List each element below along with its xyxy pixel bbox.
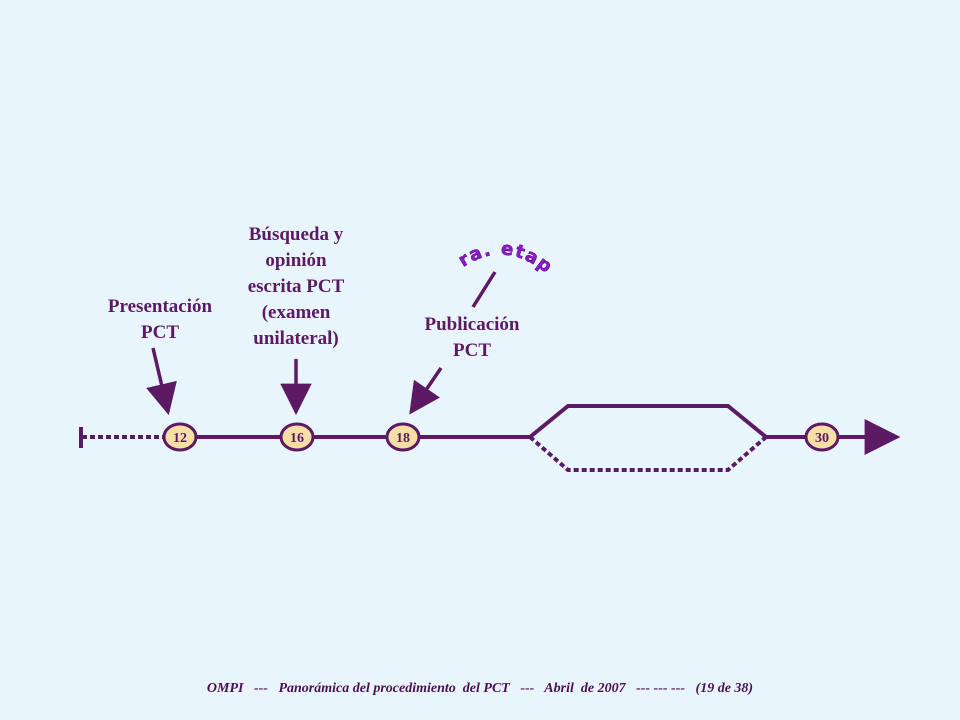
month-marker-18: 18	[385, 422, 421, 452]
presentacion-arrow	[146, 347, 177, 416]
month-marker-18-label: 18	[396, 431, 410, 446]
timeline-lower-branch	[528, 435, 768, 472]
month-marker-16-label: 16	[290, 431, 304, 446]
busqueda-label: Búsqueda y opinión escrita PCT (examen u…	[247, 224, 345, 349]
month-marker-12: 12	[162, 422, 198, 452]
month-marker-30-label: 30	[815, 431, 829, 446]
timeline-upper-branch	[528, 404, 768, 439]
month-marker-12-label: 12	[173, 431, 187, 446]
publicacion-label: Publicación PCT	[424, 314, 520, 361]
publicacion-arrow	[409, 367, 443, 415]
month-marker-16: 16	[279, 422, 315, 452]
third-stage-pointer	[471, 271, 497, 308]
presentacion-label: Presentación PCT	[107, 296, 213, 343]
footer-caption: OMPI --- Panorámica del procedimiento de…	[206, 681, 754, 696]
month-marker-30: 30	[804, 422, 840, 452]
